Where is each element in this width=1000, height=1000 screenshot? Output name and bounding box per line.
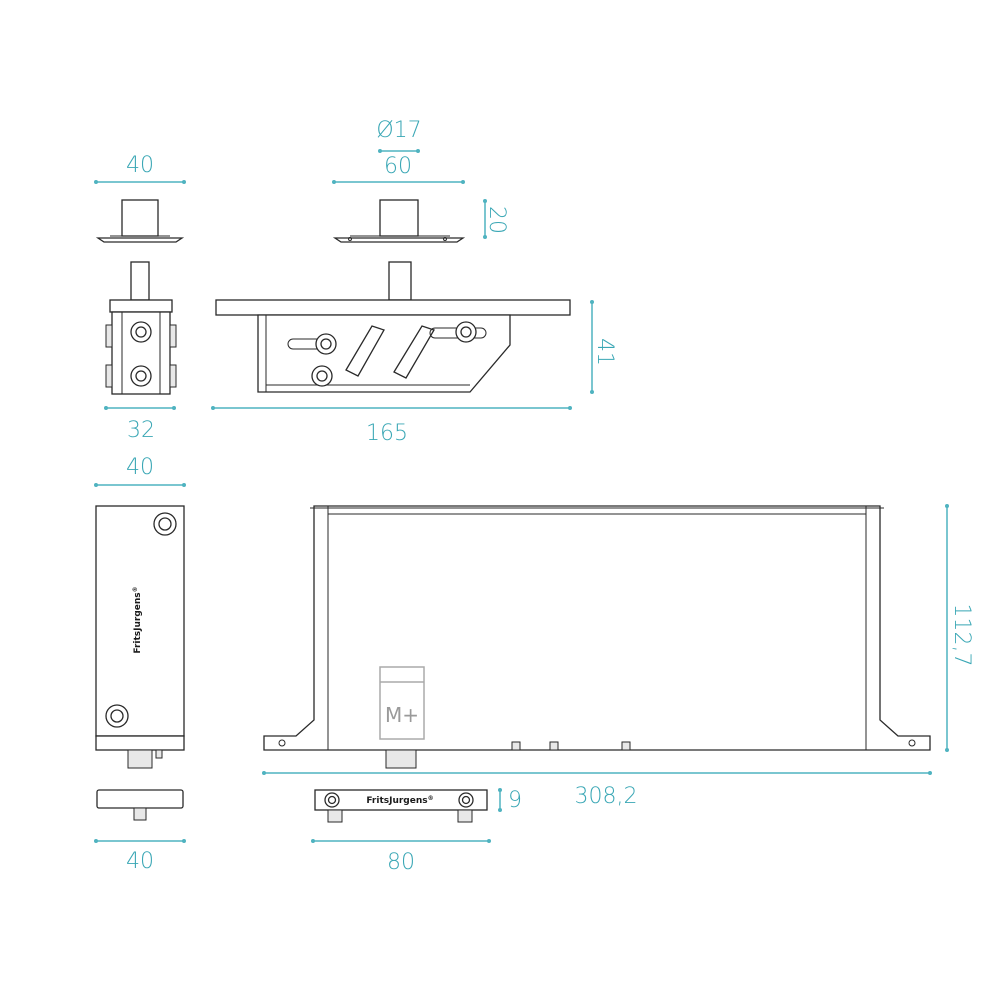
dim-label-bottom-bar-height: 9 xyxy=(508,788,522,813)
dim-top-left-width: 40 xyxy=(94,153,186,184)
dim-diameter: Ø17 xyxy=(376,118,422,153)
dim-top-plate-width: 60 xyxy=(332,154,465,184)
dim-bottom-bar-height: 9 xyxy=(498,788,522,813)
dim-label-pin-height: 20 xyxy=(484,206,509,234)
dim-label-diameter: Ø17 xyxy=(376,118,421,143)
dim-label-box-height: 112,7 xyxy=(949,604,974,667)
dim-label-bottom-left-width: 40 xyxy=(126,849,154,874)
dim-bottom-left-width: 40 xyxy=(94,839,186,874)
dim-box-height: 112,7 xyxy=(945,504,974,752)
dim-bottom-bar-width: 80 xyxy=(311,839,491,875)
bottom-bar: FritsJurgens® xyxy=(314,789,488,823)
dim-label-side-height: 41 xyxy=(592,338,617,366)
dim-side-width: 32 xyxy=(104,406,176,443)
mplus-logo: M+ xyxy=(379,666,425,740)
brand-label-side: FritsJurgens® xyxy=(132,586,144,653)
brand-label-bar: FritsJurgens® xyxy=(366,795,433,807)
bottom-left-plate xyxy=(96,789,184,821)
side-view-lock xyxy=(105,261,177,395)
dim-box-side-width: 40 xyxy=(94,455,186,487)
top-left-pivot-plate xyxy=(95,199,185,243)
dim-label-top-left-width: 40 xyxy=(126,153,154,178)
dim-label-lock-length: 165 xyxy=(366,421,408,446)
box-side-view: FritsJurgens® xyxy=(95,505,185,769)
dim-side-height: 41 xyxy=(590,300,617,394)
dim-lock-length: 165 xyxy=(211,406,572,446)
top-center-pivot-plate xyxy=(332,199,466,243)
logo-text: M+ xyxy=(385,703,419,727)
lock-front-view xyxy=(215,261,571,393)
dim-pin-height: 20 xyxy=(483,199,509,239)
box-front-view: M+ xyxy=(263,505,931,769)
dim-label-bottom-bar-width: 80 xyxy=(387,850,415,875)
dim-box-length: 308,2 xyxy=(262,771,932,809)
dim-label-box-side-width: 40 xyxy=(126,455,154,480)
dim-label-top-plate-width: 60 xyxy=(384,154,412,179)
dim-label-box-length: 308,2 xyxy=(575,784,638,809)
dim-label-side-width: 32 xyxy=(127,418,155,443)
